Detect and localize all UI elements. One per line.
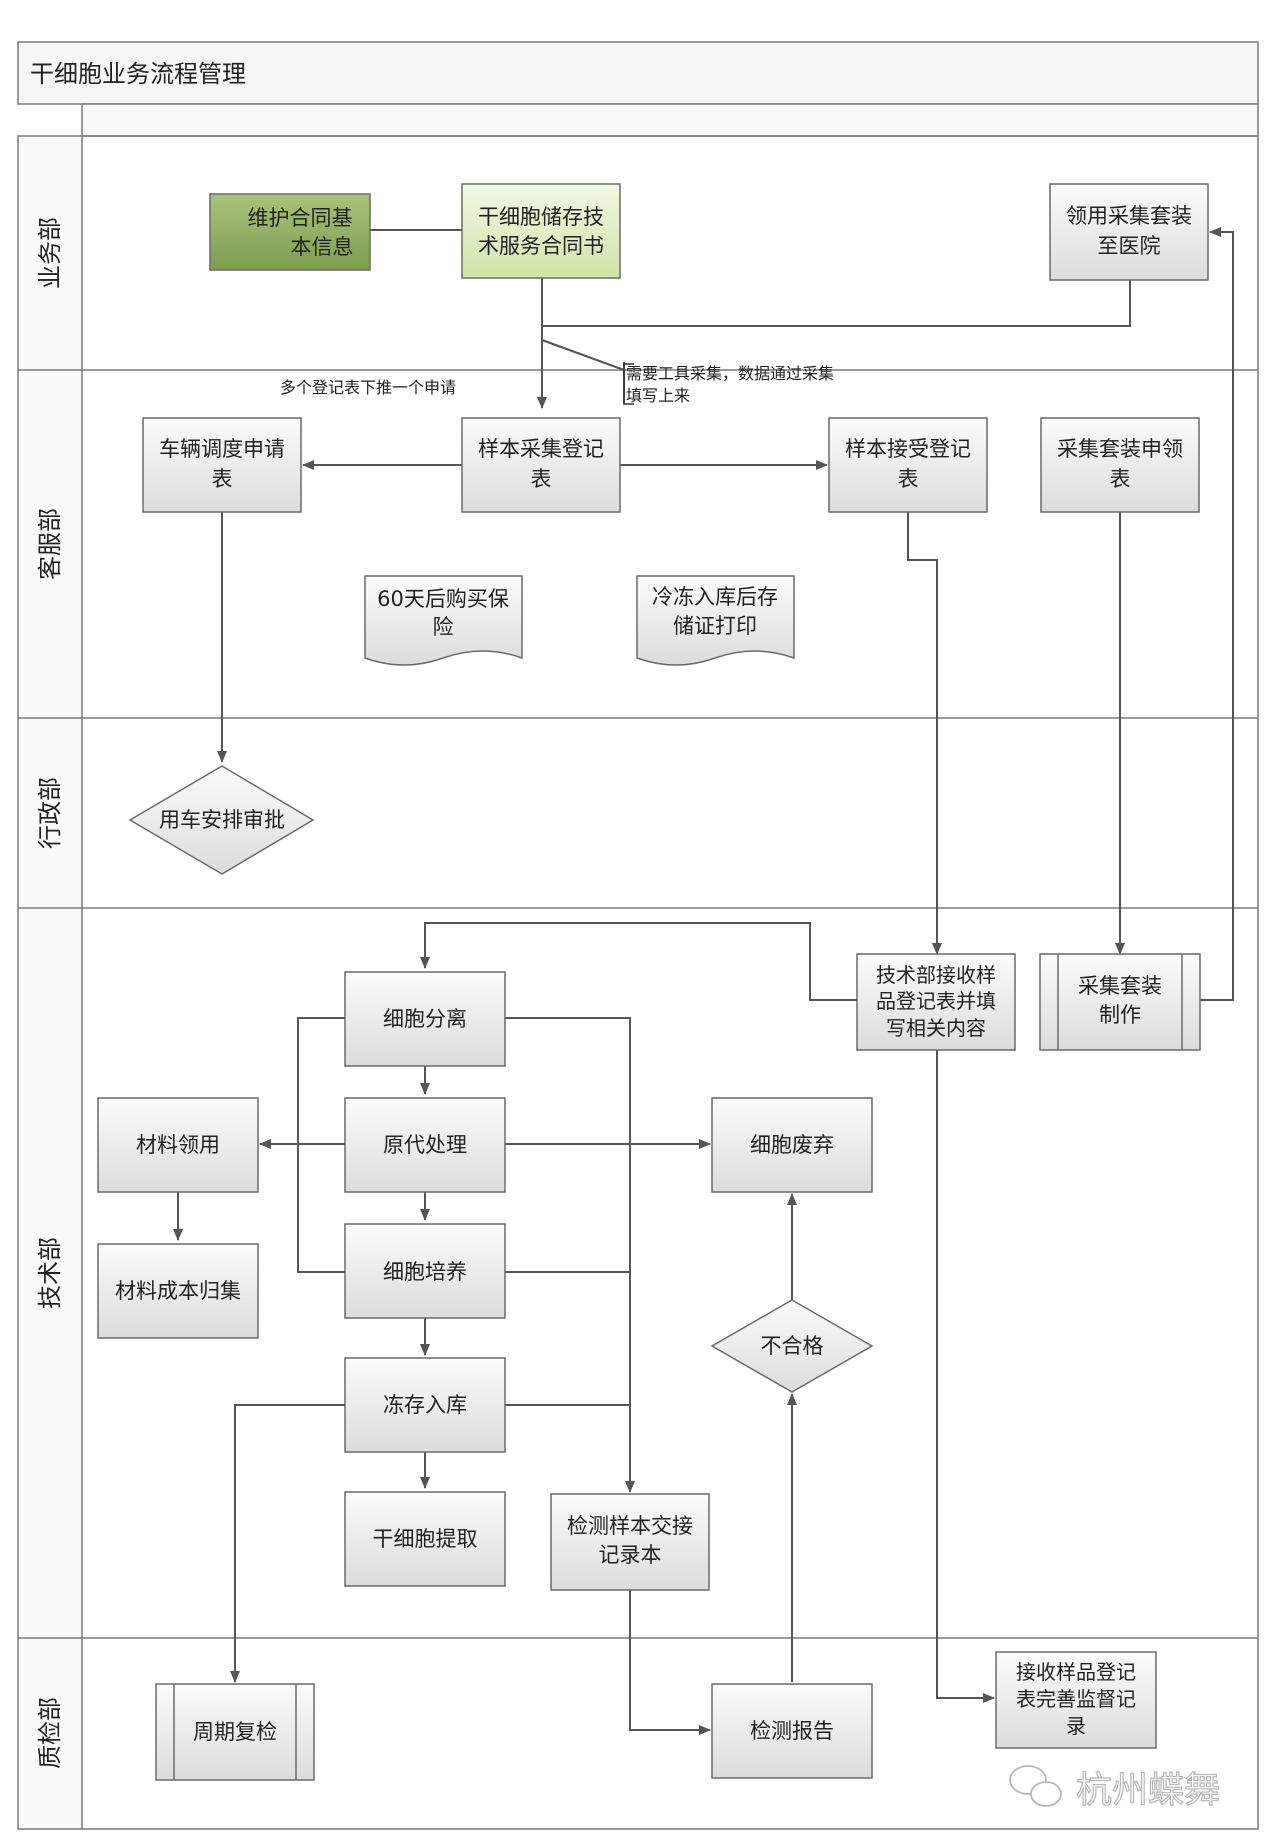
annotation-tool-collect: 需要工具采集，数据通过采集 填写上来 [623,363,834,405]
annotation-multi-forms: 多个登记表下推一个申请 [280,378,456,397]
node-insurance-line1: 60天后购买保 [377,587,509,611]
node-vehicle-request: 车辆调度申请 表 [142,417,302,513]
node-collect-kit-hospital: 领用采集套装 至医院 [1049,183,1209,281]
node-supervision-record-line1: 接收样品登记 [1016,1660,1136,1684]
node-handover-book-line2: 记录本 [599,1543,662,1567]
node-storage-cert-line2: 储证打印 [673,614,757,638]
node-contract: 干细胞储存技 术服务合同书 [461,183,621,279]
node-cell-separation: 细胞分离 [344,971,506,1067]
lane-label-customer-service: 客服部 [36,508,64,580]
node-vehicle-request-line1: 车辆调度申请 [159,437,285,461]
node-material-cost-label: 材料成本归集 [115,1279,241,1303]
lane-label-administration: 行政部 [36,777,64,849]
diagram-frame [17,41,1259,1830]
node-primary-processing-label: 原代处理 [383,1133,467,1157]
connectors [173,227,1234,1735]
node-vehicle-approval: 用车安排审批 [128,765,315,875]
node-maintain-contract: 维护合同基 本信息 [209,193,371,271]
node-periodic-recheck-label: 周期复检 [193,1720,277,1744]
node-test-report: 检测报告 [711,1683,873,1779]
node-cell-separation-label: 细胞分离 [383,1007,467,1031]
node-stem-extract: 干细胞提取 [344,1491,506,1587]
node-test-report-label: 检测报告 [750,1719,834,1743]
node-insurance: 60天后购买保 险 [364,575,523,666]
node-insurance-line2: 险 [433,615,454,639]
wechat-icon [1009,1765,1062,1807]
node-unqualified: 不合格 [710,1299,874,1393]
node-periodic-recheck: 周期复检 [155,1683,315,1781]
node-kit-request: 采集套装申领 表 [1040,417,1200,513]
node-supervision-record-line3: 录 [1066,1714,1086,1738]
node-supervision-record-line2: 表完善监督记 [1016,1687,1136,1711]
node-kit-request-line2: 表 [1110,467,1131,491]
node-vehicle-approval-label: 用车安排审批 [159,808,285,832]
node-sample-accept-line2: 表 [898,467,919,491]
node-kit-make-line1: 采集套装 [1078,974,1162,998]
node-kit-make: 采集套装 制作 [1039,953,1201,1051]
node-sample-collect: 样本采集登记 表 [461,417,621,513]
node-sample-accept: 样本接受登记 表 [828,417,988,513]
lane-label-business: 业务部 [36,217,64,289]
node-handover-book-line1: 检测样本交接 [567,1514,693,1538]
node-material-cost: 材料成本归集 [97,1243,259,1339]
node-tech-receive-line2: 品登记表并填 [876,989,996,1013]
node-sample-collect-line2: 表 [531,467,552,491]
lane-header-backgrounds [19,137,81,1828]
node-maintain-contract-line1: 维护合同基 [248,206,353,230]
node-supervision-record: 接收样品登记 表完善监督记 录 [995,1651,1157,1749]
node-cryo-storage: 冻存入库 [344,1357,506,1453]
page-title: 干细胞业务流程管理 [30,60,246,88]
watermark-text: 杭州蝶舞 [1076,1770,1220,1811]
node-cryo-storage-label: 冻存入库 [383,1393,467,1417]
node-tech-receive: 技术部接收样 品登记表并填 写相关内容 [856,953,1016,1051]
lane-label-quality: 质检部 [36,1697,64,1769]
node-collect-kit-hospital-line1: 领用采集套装 [1066,204,1192,228]
node-kit-request-line1: 采集套装申领 [1057,437,1183,461]
lane-label-technology: 技术部 [36,1237,64,1309]
node-cell-culture-label: 细胞培养 [383,1260,467,1284]
node-cell-discard: 细胞废弃 [711,1097,873,1193]
node-contract-line2: 术服务合同书 [478,234,604,258]
node-contract-line1: 干细胞储存技 [478,205,604,229]
annotation-tool-collect-line1: 需要工具采集，数据通过采集 [626,364,834,383]
node-unqualified-label: 不合格 [761,1334,824,1358]
node-maintain-contract-line2: 本信息 [291,235,354,259]
node-storage-cert: 冷冻入库后存 储证打印 [636,575,795,666]
node-handover-book: 检测样本交接 记录本 [550,1493,710,1591]
node-sample-collect-line1: 样本采集登记 [478,437,604,461]
node-kit-make-line2: 制作 [1099,1003,1141,1027]
node-cell-discard-label: 细胞废弃 [750,1133,834,1157]
node-stem-extract-label: 干细胞提取 [373,1527,478,1551]
node-vehicle-request-line2: 表 [212,467,233,491]
node-tech-receive-line1: 技术部接收样 [876,963,996,987]
node-collect-kit-hospital-line2: 至医院 [1098,234,1161,258]
node-sample-accept-line1: 样本接受登记 [845,437,971,461]
node-material-pick-label: 材料领用 [136,1133,220,1157]
node-primary-processing: 原代处理 [344,1097,506,1193]
watermark: 杭州蝶舞 [1009,1765,1221,1812]
annotation-tool-collect-line2: 填写上来 [626,386,690,405]
node-storage-cert-line1: 冷冻入库后存 [652,585,778,609]
node-cell-culture: 细胞培养 [344,1223,506,1319]
node-tech-receive-line3: 写相关内容 [886,1016,986,1040]
node-material-pick: 材料领用 [97,1097,259,1193]
